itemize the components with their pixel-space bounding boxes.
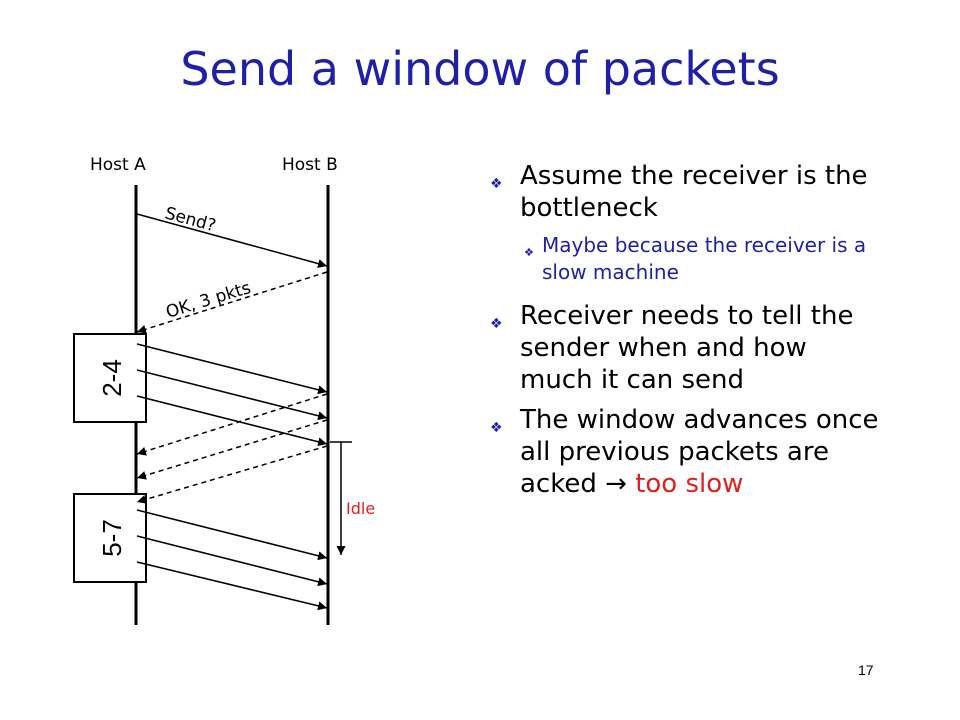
ok-reply-label: OK, 3 pkts (164, 278, 254, 323)
packet-arrow-2 (136, 343, 328, 395)
bullet-list: ❖ Assume the receiver is the bottleneck … (480, 160, 880, 508)
slide-title: Send a window of packets (180, 42, 780, 96)
host-b-label: Host B (282, 155, 338, 175)
ack-arrow-3 (136, 419, 328, 480)
packet-arrow-3 (136, 369, 328, 421)
page-number: 17 (858, 662, 874, 678)
bullet-text: The window advances once all previous pa… (520, 405, 879, 499)
bullet-marker-icon: ❖ (490, 420, 503, 436)
packet-arrow-4 (136, 395, 328, 447)
sub-bullet-text: Maybe because the receiver is a slow mac… (542, 233, 867, 284)
window-label-2-4: 2-4 (97, 359, 127, 397)
packet-arrow-7 (136, 561, 328, 611)
bullet-marker-icon: ❖ (490, 316, 503, 332)
packet-arrow-6 (136, 535, 328, 587)
bullet-text: Assume the receiver is the bottleneck (520, 161, 868, 223)
ack-arrow-4 (136, 445, 328, 504)
bullet-receiver-bottleneck: ❖ Assume the receiver is the bottleneck (480, 160, 880, 224)
right-arrow-icon: → (605, 469, 627, 499)
idle-label: Idle (346, 499, 375, 518)
bullet-window-advances: ❖ The window advances once all previous … (480, 404, 880, 500)
window-box-5-7 (73, 493, 147, 583)
send-request-arrow (136, 213, 328, 268)
bullet-text: Receiver needs to tell the sender when a… (520, 301, 854, 395)
bullet-marker-icon: ❖ (490, 176, 503, 192)
ok-reply-arrow (136, 271, 328, 334)
window-box-2-4 (73, 333, 147, 423)
window-label-5-7: 5-7 (97, 519, 127, 557)
packet-arrow-5 (136, 509, 328, 561)
bullet-receiver-tells-sender: ❖ Receiver needs to tell the sender when… (480, 300, 880, 396)
sub-bullet-slow-machine: ❖ Maybe because the receiver is a slow m… (480, 232, 880, 286)
send-request-label: Send? (163, 204, 218, 237)
host-a-label: Host A (90, 155, 146, 175)
sub-bullet-marker-icon: ❖ (524, 246, 534, 259)
too-slow-text: too slow (635, 469, 744, 499)
ack-arrow-2 (136, 393, 328, 456)
